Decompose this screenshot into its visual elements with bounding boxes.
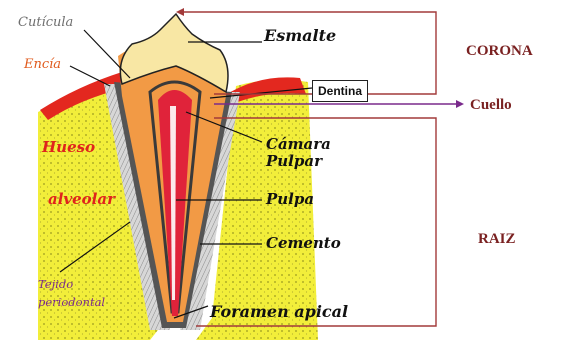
label-encia: Encía xyxy=(24,58,61,71)
label-cuello: Cuello xyxy=(470,98,512,113)
pointer-encia xyxy=(70,66,110,86)
label-tejido-periodontal: Tejido periodontal xyxy=(38,276,105,312)
label-camara-line2: Pulpar xyxy=(266,153,331,170)
label-dentina: Dentina xyxy=(312,80,368,102)
label-camara-pulpar: Cámara Pulpar xyxy=(266,136,331,171)
label-foramen: Foramen apical xyxy=(210,304,348,320)
label-tejido-line2: periodontal xyxy=(38,294,105,312)
label-tejido-line1: Tejido xyxy=(38,276,105,294)
label-cemento: Cemento xyxy=(266,236,341,251)
label-hueso: Hueso xyxy=(42,140,95,155)
label-esmalte: Esmalte xyxy=(264,28,336,44)
label-cuticula: Cutícula xyxy=(18,16,73,29)
label-corona: CORONA xyxy=(466,44,533,59)
label-raiz: RAIZ xyxy=(478,232,516,247)
label-alveolar: alveolar xyxy=(48,192,115,207)
cuello-arrowhead xyxy=(456,100,464,108)
label-camara-line1: Cámara xyxy=(266,136,331,153)
label-pulpa: Pulpa xyxy=(266,192,314,207)
